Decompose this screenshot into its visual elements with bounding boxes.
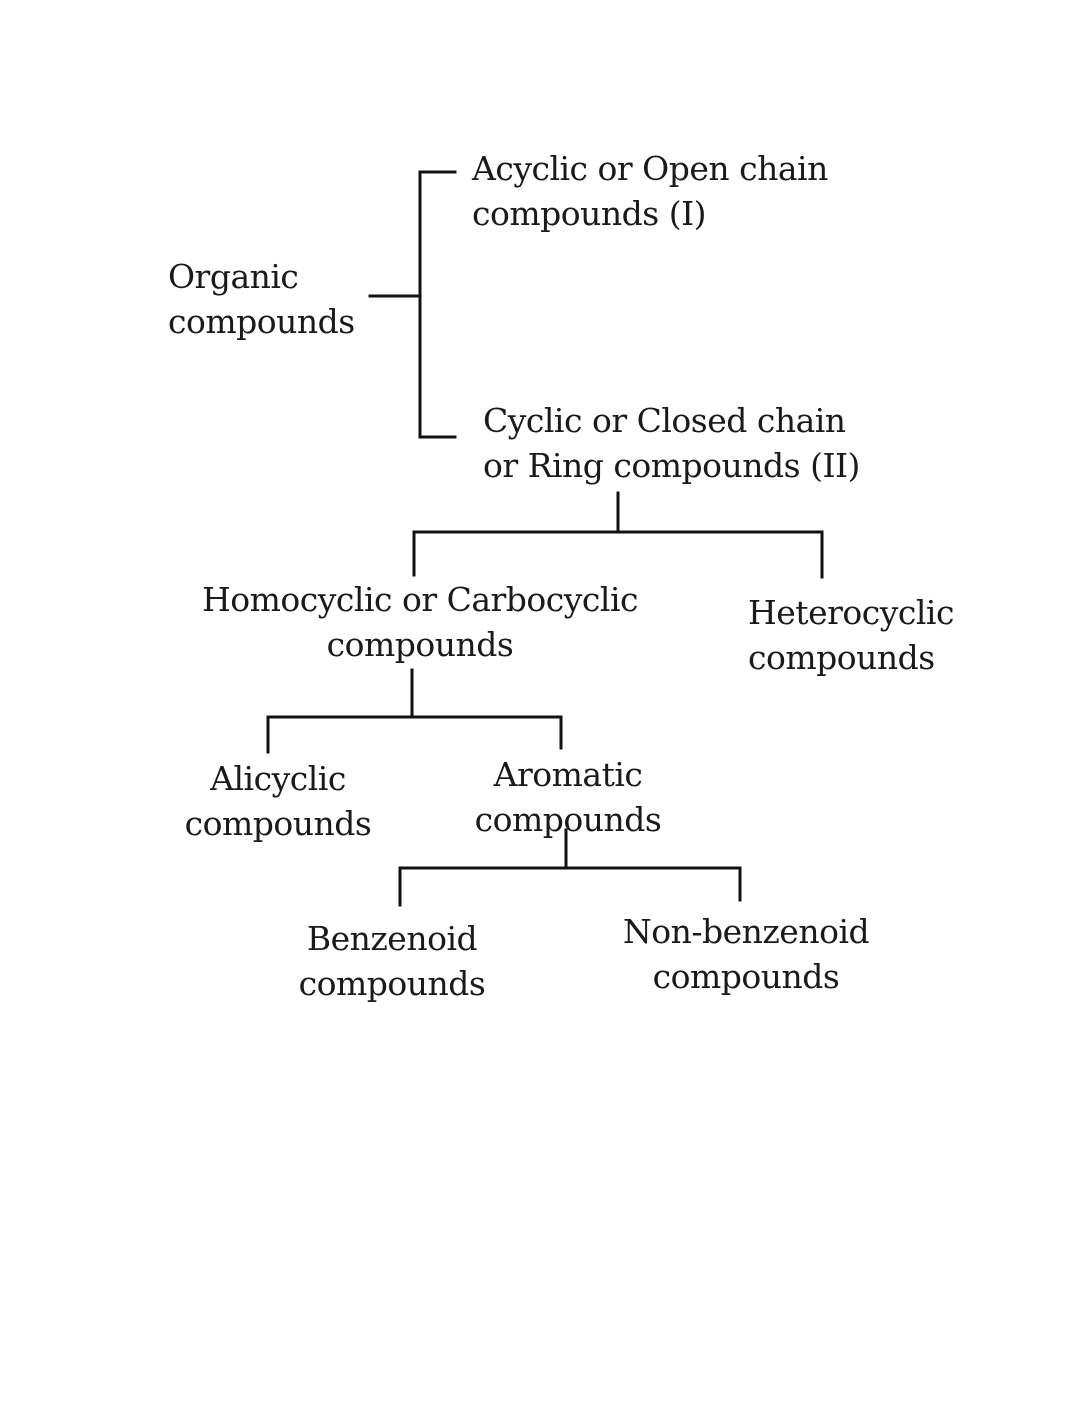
node-aromatic-compounds: Aromatic compounds	[466, 752, 670, 842]
node-heterocyclic-compounds: Heterocyclic compounds	[748, 590, 954, 680]
node-label-line: compounds	[474, 800, 662, 839]
node-label-line: Organic	[168, 257, 299, 296]
node-nonbenzenoid-compounds: Non-benzenoid compounds	[615, 909, 877, 999]
node-label-line: compounds (I)	[472, 194, 706, 233]
node-label-line: Alicyclic	[210, 759, 346, 798]
node-alicyclic-compounds: Alicyclic compounds	[178, 756, 378, 846]
node-label-line: Homocyclic or Carbocyclic	[201, 580, 639, 619]
node-organic-compounds: Organic compounds	[168, 254, 355, 344]
node-label-line: compounds	[298, 964, 486, 1003]
node-label-line: compounds	[748, 638, 935, 677]
node-label-line: Acyclic or Open chain	[472, 149, 828, 188]
node-label-line: compounds	[168, 302, 355, 341]
node-label-line: compounds	[184, 804, 372, 843]
node-label-line: Benzenoid	[306, 919, 478, 958]
node-cyclic-compounds: Cyclic or Closed chain or Ring compounds…	[483, 398, 860, 488]
node-label-line: compounds	[326, 625, 514, 664]
node-label-line: Aromatic	[493, 755, 643, 794]
node-label-line: Cyclic or Closed chain	[483, 401, 846, 440]
node-label-line: Non-benzenoid	[622, 912, 870, 951]
node-label-line: compounds	[652, 957, 840, 996]
node-label-line: or Ring compounds (II)	[483, 446, 860, 485]
node-label-line: Heterocyclic	[748, 593, 954, 632]
node-acyclic-compounds: Acyclic or Open chain compounds (I)	[472, 146, 828, 236]
node-homocyclic-compounds: Homocyclic or Carbocyclic compounds	[200, 577, 640, 667]
node-benzenoid-compounds: Benzenoid compounds	[292, 916, 492, 1006]
